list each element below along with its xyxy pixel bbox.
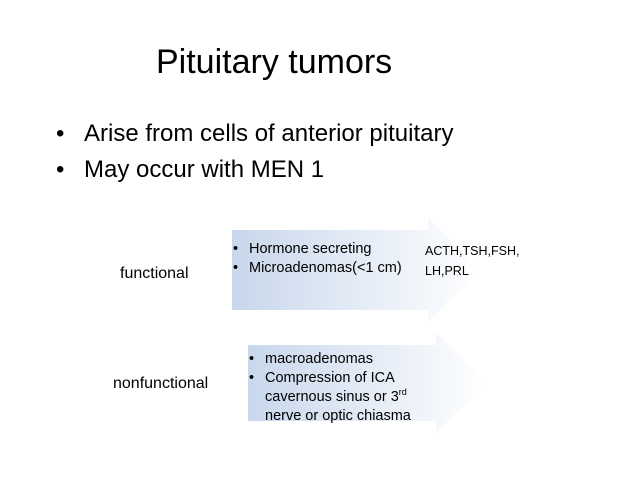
nonfunctional-item-line1: Compression of ICA bbox=[265, 370, 395, 386]
bullet-list: •Arise from cells of anterior pituitary … bbox=[56, 116, 453, 188]
functional-arrow-polygon bbox=[232, 218, 481, 322]
nonfunctional-arrow bbox=[248, 333, 488, 433]
nonfunctional-items: •macroadenomas •Compression of ICA caver… bbox=[249, 350, 411, 426]
functional-label: functional bbox=[120, 265, 189, 282]
nonfunctional-label: nonfunctional bbox=[113, 375, 209, 392]
functional-item: •Microadenomas(<1 cm) bbox=[233, 260, 402, 276]
bullet-text: Arise from cells of anterior pituitary bbox=[84, 120, 454, 147]
functional-item-text: Microadenomas(<1 cm) bbox=[249, 260, 402, 276]
hormones-line-2: LH,PRL bbox=[425, 264, 469, 278]
nonfunctional-item: •macroadenomas bbox=[249, 351, 373, 367]
nonfunctional-item-line2: cavernous sinus or 3rd bbox=[265, 387, 407, 406]
bullet-text: May occur with MEN 1 bbox=[84, 156, 325, 183]
slide-title: Pituitary tumors bbox=[156, 43, 393, 81]
functional-arrow bbox=[232, 218, 482, 322]
nonfunctional-item-line3: nerve or optic chiasma bbox=[265, 408, 411, 424]
nonfunctional-arrow-shape bbox=[248, 333, 487, 433]
bullet-item: • May occur with MEN 1 bbox=[56, 152, 453, 188]
nonfunctional-item: •Compression of ICA cavernous sinus or 3… bbox=[249, 370, 411, 424]
hormones-line-1: ACTH,TSH,FSH, bbox=[425, 244, 520, 258]
bullet-dot: • bbox=[56, 156, 65, 183]
nonfunctional-arrow-polygon bbox=[248, 333, 487, 433]
functional-item-text: Hormone secreting bbox=[249, 241, 372, 257]
functional-items: •Hormone secreting •Microadenomas(<1 cm) bbox=[233, 240, 402, 278]
nonfunctional-item-text: macroadenomas bbox=[265, 351, 373, 367]
bullet-item: • Arise from cells of anterior pituitary bbox=[56, 116, 453, 152]
functional-arrow-shape bbox=[232, 218, 481, 322]
functional-item: •Hormone secreting bbox=[233, 241, 372, 257]
line2-superscript: rd bbox=[398, 387, 407, 397]
bullet-dot: • bbox=[56, 120, 65, 147]
line2-prefix: cavernous sinus or 3 bbox=[265, 389, 399, 405]
